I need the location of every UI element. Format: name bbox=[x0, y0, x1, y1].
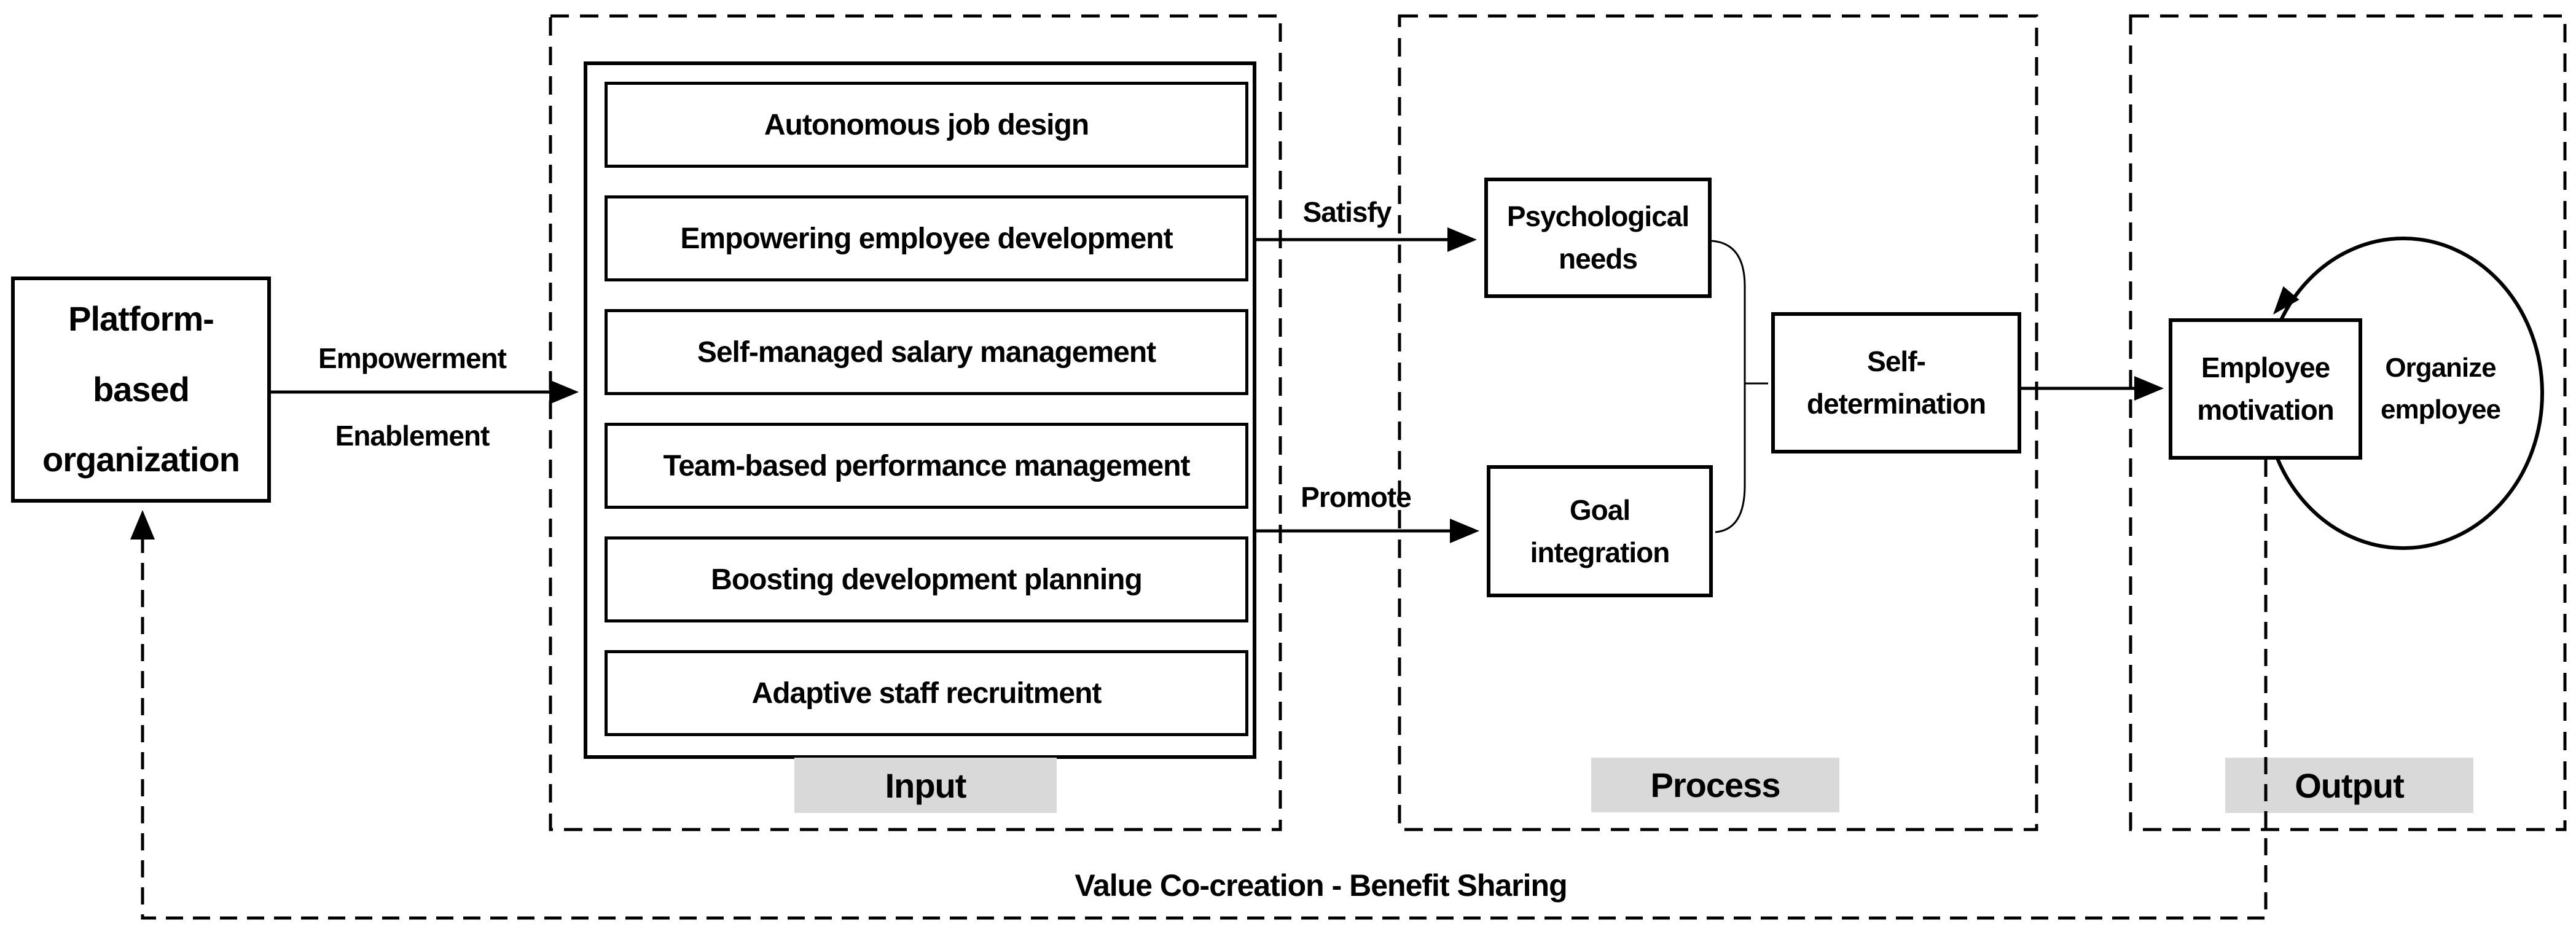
self-determination-box: Self- determination bbox=[1771, 312, 2021, 453]
value-co-creation-label: Value Co-creation - Benefit Sharing bbox=[1075, 868, 1567, 903]
employee-motivation-box: Employee motivation bbox=[2169, 318, 2362, 460]
promote-label: Promote bbox=[1301, 481, 1412, 513]
goal-integration-box: Goal integration bbox=[1487, 465, 1713, 597]
input-item-box: Adaptive staff recruitment bbox=[605, 650, 1248, 736]
loop-arrowhead-icon bbox=[2273, 286, 2300, 315]
input-item-box: Self-managed salary management bbox=[605, 309, 1248, 395]
input-item-box: Boosting development planning bbox=[605, 536, 1248, 622]
enablement-label: Enablement bbox=[335, 420, 490, 452]
psychological-needs-box: Psychological needs bbox=[1484, 178, 1712, 298]
empowerment-label: Empowerment bbox=[318, 342, 507, 374]
input-item-box: Empowering employee development bbox=[605, 195, 1248, 281]
input-section-border bbox=[549, 14, 1282, 831]
process-section-border bbox=[1398, 14, 2038, 831]
output-section-border bbox=[2129, 14, 2567, 831]
platform-organization-box: Platform- based organization bbox=[11, 277, 271, 503]
satisfy-label: Satisfy bbox=[1302, 196, 1392, 228]
organize-employee-label: Organize employee bbox=[2381, 353, 2501, 425]
output-section-label: Output bbox=[2225, 758, 2473, 813]
input-item-box: Team-based performance management bbox=[605, 423, 1248, 509]
input-item-box: Autonomous job design bbox=[605, 82, 1248, 168]
process-section-label: Process bbox=[1591, 758, 1839, 812]
input-section-label: Input bbox=[794, 758, 1057, 813]
